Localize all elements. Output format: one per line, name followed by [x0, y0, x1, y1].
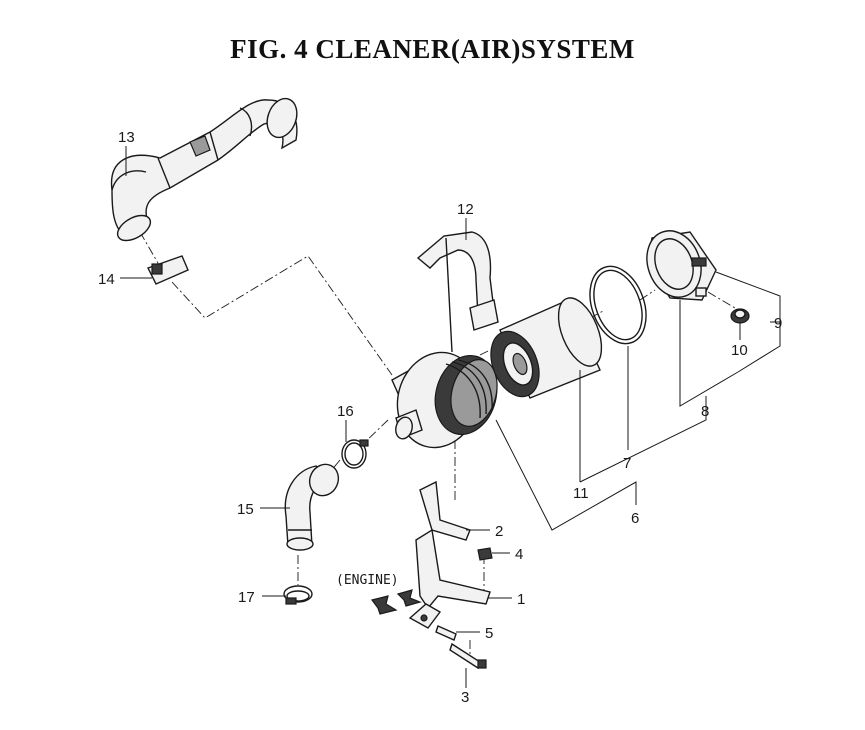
engine-label: (ENGINE) [336, 573, 399, 588]
engine-direction-arrows [370, 589, 422, 615]
hose-clamp-middle [341, 439, 369, 469]
mounting-bracket-small [419, 480, 471, 541]
mounting-bracket-main [408, 528, 491, 629]
callout-9: 9 [774, 315, 782, 332]
callout-numbers: 13 14 12 16 15 17 2 4 1 5 3 6 11 7 8 9 1… [98, 129, 782, 706]
elbow-hose [284, 463, 340, 551]
hose-clamp-lower [283, 585, 313, 605]
bolt-long [449, 642, 487, 670]
callout-16: 16 [337, 403, 354, 420]
callout-13: 13 [118, 129, 135, 146]
callout-14: 14 [98, 271, 115, 288]
bolt-small [477, 547, 493, 561]
filter-element [490, 297, 603, 399]
hose-clamp-upper [147, 255, 189, 285]
callout-1: 1 [517, 591, 525, 608]
callout-10: 10 [731, 342, 748, 359]
callout-17: 17 [238, 589, 255, 606]
air-cleaner-housing [391, 351, 498, 449]
callout-7: 7 [623, 455, 631, 472]
figure-title: FIG. 4 CLEANER(AIR)SYSTEM [230, 34, 635, 64]
callout-11: 11 [573, 485, 589, 502]
assembly-lines [139, 231, 736, 655]
callout-5: 5 [485, 625, 493, 642]
leader-lines [120, 146, 781, 688]
callout-12: 12 [457, 201, 474, 218]
cleaner-cover [646, 230, 717, 301]
callout-4: 4 [515, 546, 523, 563]
evacuator-valve [730, 308, 750, 324]
intake-hose-upper [110, 97, 298, 242]
mounting-strap [416, 231, 499, 353]
o-ring [589, 265, 647, 345]
callout-15: 15 [237, 501, 254, 518]
callout-8: 8 [701, 403, 709, 420]
callout-2: 2 [495, 523, 503, 540]
callout-3: 3 [461, 689, 469, 706]
bolt-medium [435, 625, 457, 641]
callout-6: 6 [631, 510, 639, 527]
